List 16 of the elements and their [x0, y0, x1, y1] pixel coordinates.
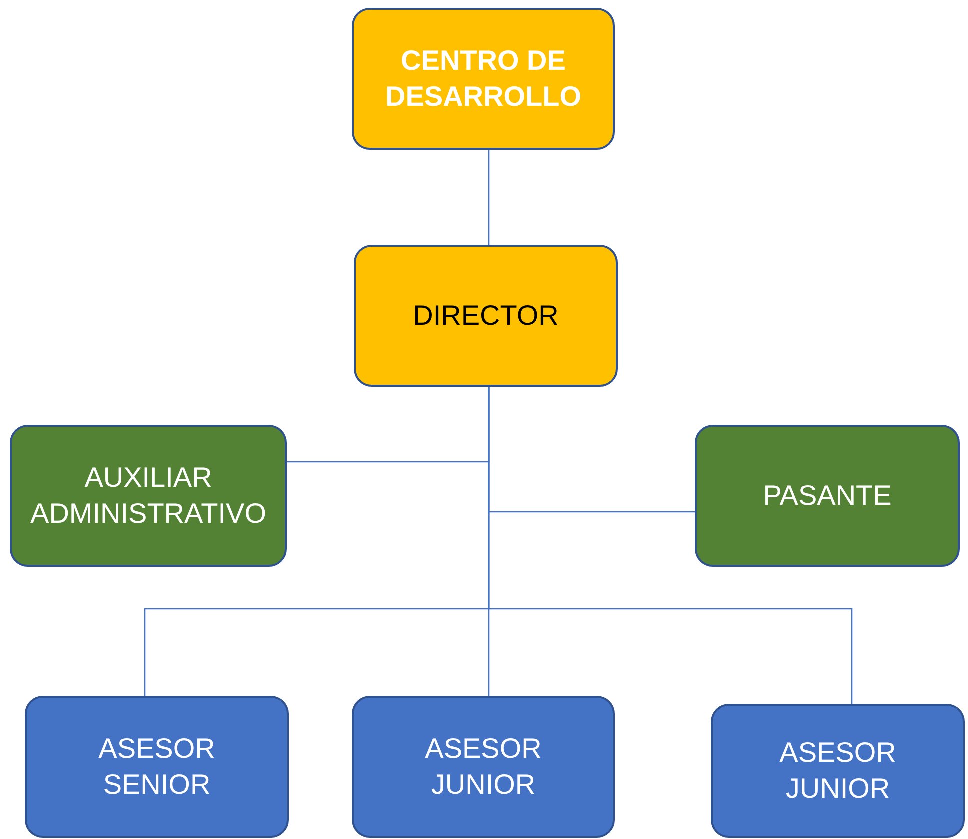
org-box — [711, 704, 965, 838]
org-box — [695, 425, 960, 567]
connector-line — [488, 150, 490, 245]
box-label: AUXILIAR ADMINISTRATIVO — [30, 460, 268, 531]
org-box — [352, 8, 615, 150]
org-box — [25, 696, 289, 838]
box-label: DIRECTOR — [413, 298, 559, 333]
box-label: CENTRO DE DESARROLLO — [384, 44, 582, 114]
box-label: ASESOR JUNIOR — [778, 736, 898, 806]
box-label: ASESOR SENIOR — [98, 732, 216, 802]
org-box — [352, 696, 615, 838]
connector-line — [488, 387, 853, 704]
org-box — [354, 245, 618, 387]
org-box — [10, 425, 287, 567]
box-label: PASANTE — [763, 478, 892, 513]
box-label: ASESOR JUNIOR — [424, 732, 543, 802]
